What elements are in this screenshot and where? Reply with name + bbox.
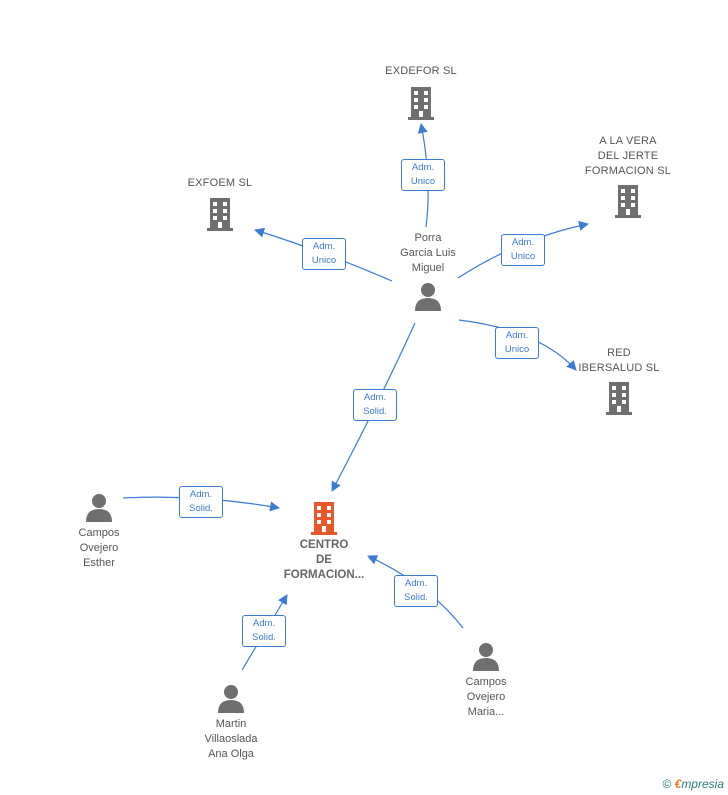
company-name: CENTRO DE FORMACION... xyxy=(283,539,365,581)
company-node-exfoem[interactable]: EXFOEM SL xyxy=(165,176,275,232)
person-name: Campos Ovejero Maria... xyxy=(465,676,507,718)
building-icon xyxy=(615,185,641,218)
company-node-red[interactable]: RED IBERSALUD SL xyxy=(564,346,674,416)
company-name: A LA VERA DEL JERTE FORMACION SL xyxy=(584,135,672,177)
person-node-porra[interactable]: Porra Garcia Luis Miguel xyxy=(378,231,478,311)
building-icon xyxy=(606,382,632,415)
relation-badge-martin[interactable]: Adm. Solid. xyxy=(242,615,286,647)
relation-badge-red[interactable]: Adm. Unico xyxy=(495,327,539,359)
building-icon xyxy=(207,198,233,231)
relation-badge-centro[interactable]: Adm. Solid. xyxy=(353,389,397,421)
brand-watermark: © €mpresia xyxy=(662,777,724,791)
brand-logo-mark: € xyxy=(674,777,682,791)
building-icon xyxy=(311,502,337,535)
relation-badge-alavera[interactable]: Adm. Unico xyxy=(501,234,545,266)
person-icon xyxy=(415,283,441,311)
person-icon xyxy=(218,685,244,713)
relation-badge-exdefor[interactable]: Adm. Unico xyxy=(401,159,445,191)
person-node-martin[interactable]: Martin Villaoslada Ana Olga xyxy=(186,683,276,762)
person-name: Campos Ovejero Esther xyxy=(78,527,120,569)
person-node-esther[interactable]: Campos Ovejero Esther xyxy=(54,492,144,571)
company-name: EXFOEM SL xyxy=(187,177,253,189)
company-name: RED IBERSALUD SL xyxy=(578,347,660,374)
company-name: EXDEFOR SL xyxy=(385,65,457,77)
person-name: Porra Garcia Luis Miguel xyxy=(400,232,456,274)
relation-badge-esther[interactable]: Adm. Solid. xyxy=(179,486,223,518)
copyright-icon: © xyxy=(662,777,672,791)
company-node-alavera[interactable]: A LA VERA DEL JERTE FORMACION SL xyxy=(568,134,688,219)
building-icon xyxy=(408,87,434,120)
person-icon xyxy=(473,643,499,671)
brand-name: mpresia xyxy=(681,777,724,791)
relation-badge-exfoem[interactable]: Adm. Unico xyxy=(302,238,346,270)
relation-badge-maria[interactable]: Adm. Solid. xyxy=(394,575,438,607)
person-name: Martin Villaoslada Ana Olga xyxy=(204,718,258,760)
person-node-maria[interactable]: Campos Ovejero Maria... xyxy=(441,641,531,720)
company-node-exdefor[interactable]: EXDEFOR SL xyxy=(366,64,476,121)
focus-company-node[interactable]: CENTRO DE FORMACION... xyxy=(264,500,384,583)
person-icon xyxy=(86,494,112,522)
